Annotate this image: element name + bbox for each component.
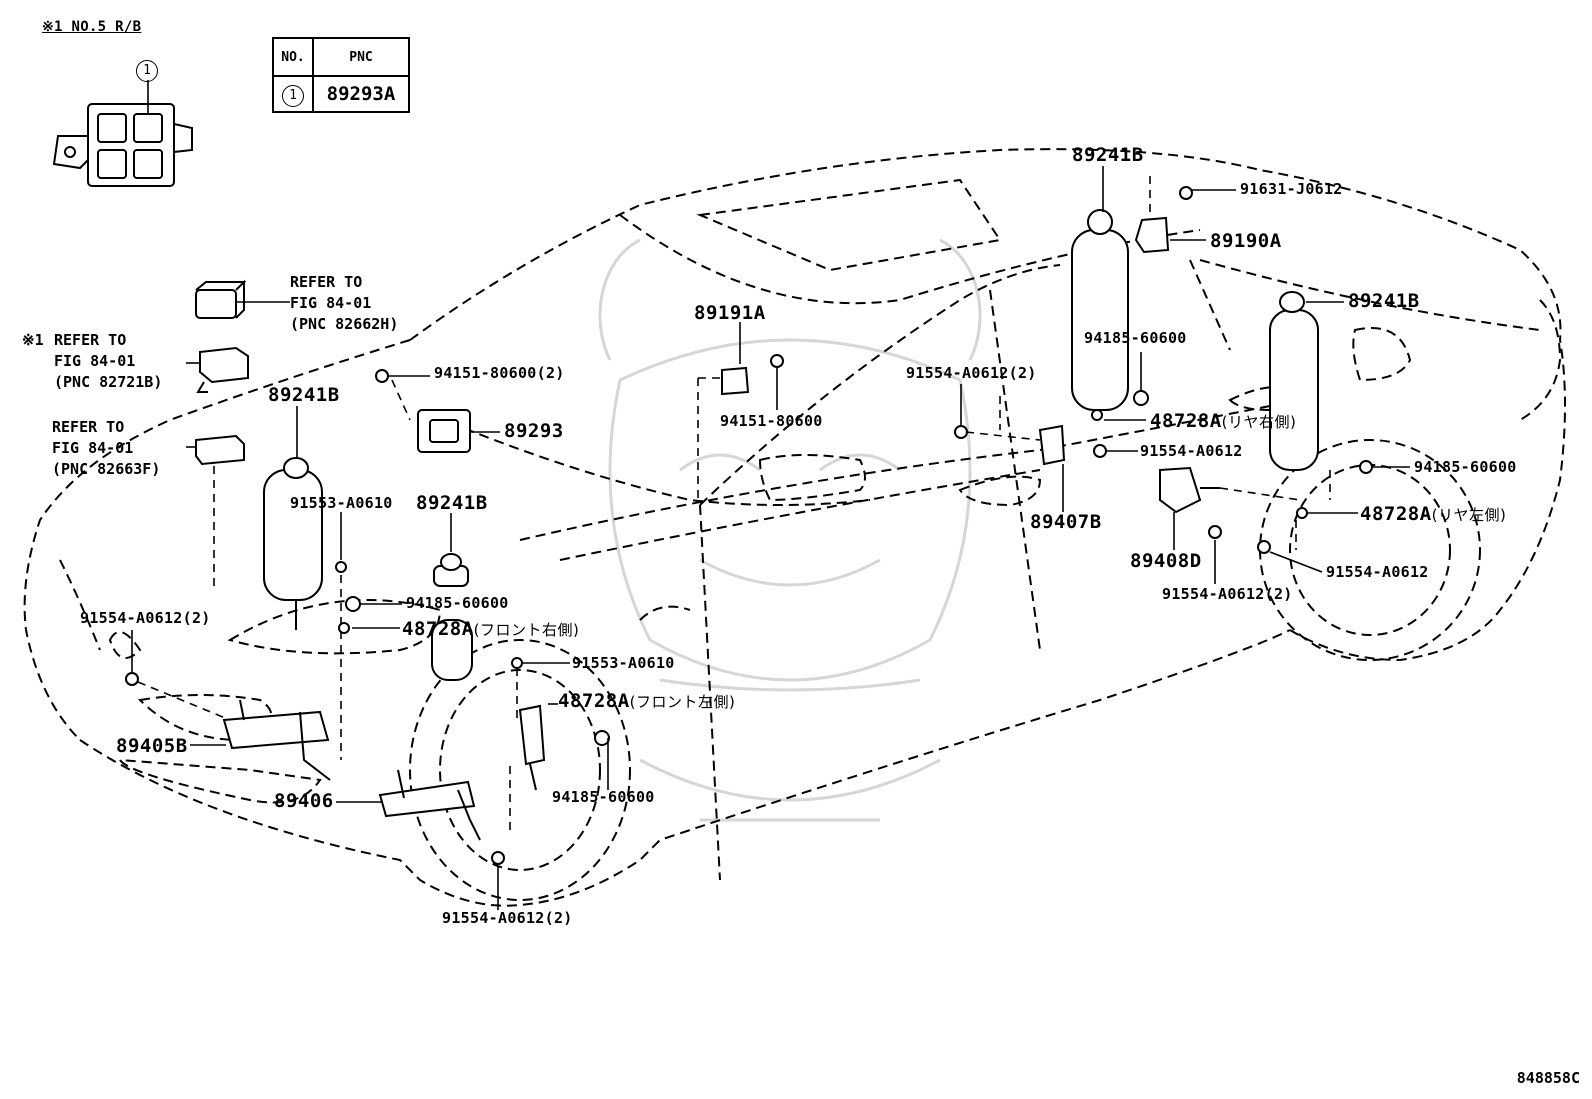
part-label-48728a-rear-left[interactable]: 48728A(リヤ左側) bbox=[1360, 505, 1506, 524]
height-sensor-brackets bbox=[222, 424, 1220, 841]
part-label-94185-60600-rear-upper[interactable]: 94185-60600 bbox=[1084, 329, 1187, 347]
part-label-89241b-rear-top[interactable]: 89241B bbox=[1072, 144, 1144, 166]
part-label-91554-a0612-2-rear[interactable]: 91554-A0612(2) bbox=[1162, 585, 1293, 603]
pnc-table-cell-no: 1 bbox=[272, 75, 314, 113]
part-label-91631-j0612[interactable]: 91631-J0612 bbox=[1240, 180, 1343, 198]
figure-code: 848858C bbox=[1516, 1069, 1580, 1087]
part-label-89241b-rear-right[interactable]: 89241B bbox=[1348, 290, 1420, 312]
part-label-91554-a0612-mid[interactable]: 91554-A0612 bbox=[1140, 442, 1243, 460]
part-label-89191a[interactable]: 89191A bbox=[694, 302, 766, 324]
control-units bbox=[375, 186, 1193, 453]
part-number: 48728A bbox=[1360, 503, 1432, 525]
part-number: 48728A bbox=[558, 690, 630, 712]
relay-block-note: ※1 NO.5 R/B bbox=[42, 19, 142, 35]
part-label-48728a-front-right[interactable]: 48728A(フロント右側) bbox=[402, 620, 579, 639]
part-label-48728a-rear-right[interactable]: 48728A(リヤ右側) bbox=[1150, 412, 1296, 431]
refer-to-82662h[interactable]: REFER TO FIG 84-01 (PNC 82662H) bbox=[290, 273, 399, 333]
part-label-91554-a0612-2-front-left[interactable]: 91554-A0612(2) bbox=[80, 609, 211, 627]
pnc-table: NO. PNC 1 89293A bbox=[272, 37, 410, 113]
table-row: 1 89293A bbox=[272, 75, 410, 113]
part-label-89241b-front-mid[interactable]: 89241B bbox=[416, 492, 488, 514]
part-label-91553-a0610-upper[interactable]: 91553-A0610 bbox=[290, 494, 393, 512]
watermark-emblem bbox=[598, 238, 982, 822]
part-label-89405b[interactable]: 89405B bbox=[116, 735, 188, 757]
refer-to-82663f[interactable]: REFER TO FIG 84-01 (PNC 82663F) bbox=[52, 418, 161, 478]
part-label-94185-60600-rear-lower[interactable]: 94185-60600 bbox=[1414, 458, 1517, 476]
part-position-note: (リヤ右側) bbox=[1221, 413, 1297, 431]
relay-block-callout: 1 bbox=[136, 60, 158, 82]
callout-number: 1 bbox=[136, 60, 158, 82]
part-position-note: (フロント右側) bbox=[473, 621, 580, 639]
part-position-note: (リヤ左側) bbox=[1431, 506, 1507, 524]
pnc-table-header-no: NO. bbox=[272, 37, 314, 77]
refer-to-82721b[interactable]: REFER TO FIG 84-01 (PNC 82721B) bbox=[54, 331, 163, 391]
part-label-48728a-front-left[interactable]: 48728A(フロント左側) bbox=[558, 692, 735, 711]
part-label-94185-60600-front-lower[interactable]: 94185-60600 bbox=[552, 788, 655, 806]
part-label-89407b[interactable]: 89407B bbox=[1030, 511, 1102, 533]
refer-to-82721b-mark: ※1 bbox=[22, 331, 44, 349]
pnc-table-header-pnc: PNC bbox=[312, 37, 410, 77]
pnc-row-number: 1 bbox=[282, 84, 304, 107]
air-suspension-parts bbox=[263, 209, 1319, 681]
relay-block-illustration bbox=[52, 80, 193, 187]
module-illustrations bbox=[195, 279, 249, 466]
part-label-91554-a0612-right[interactable]: 91554-A0612 bbox=[1326, 563, 1429, 581]
part-label-89190a[interactable]: 89190A bbox=[1210, 230, 1282, 252]
part-label-89408d[interactable]: 89408D bbox=[1130, 550, 1202, 572]
vehicle-outline bbox=[23, 148, 1566, 907]
part-label-91554-a0612-2-bottom[interactable]: 91554-A0612(2) bbox=[442, 909, 573, 927]
part-number: 48728A bbox=[402, 618, 474, 640]
wheel-outlines bbox=[409, 439, 1481, 901]
part-position-note: (フロント左側) bbox=[629, 693, 736, 711]
part-label-91553-a0610-lower[interactable]: 91553-A0610 bbox=[572, 654, 675, 672]
part-number: 48728A bbox=[1150, 410, 1222, 432]
part-label-94151-80600-2[interactable]: 94151-80600(2) bbox=[434, 364, 565, 382]
leader-lines bbox=[131, 166, 1410, 910]
part-label-89406[interactable]: 89406 bbox=[274, 790, 334, 812]
pnc-table-cell-pnc: 89293A bbox=[312, 75, 410, 113]
part-label-94185-60600-front-upper[interactable]: 94185-60600 bbox=[406, 594, 509, 612]
part-label-89293[interactable]: 89293 bbox=[504, 420, 564, 442]
part-label-89241b-front-left[interactable]: 89241B bbox=[268, 384, 340, 406]
part-label-91554-a0612-2-mid[interactable]: 91554-A0612(2) bbox=[906, 364, 1037, 382]
part-label-94151-80600[interactable]: 94151-80600 bbox=[720, 412, 823, 430]
